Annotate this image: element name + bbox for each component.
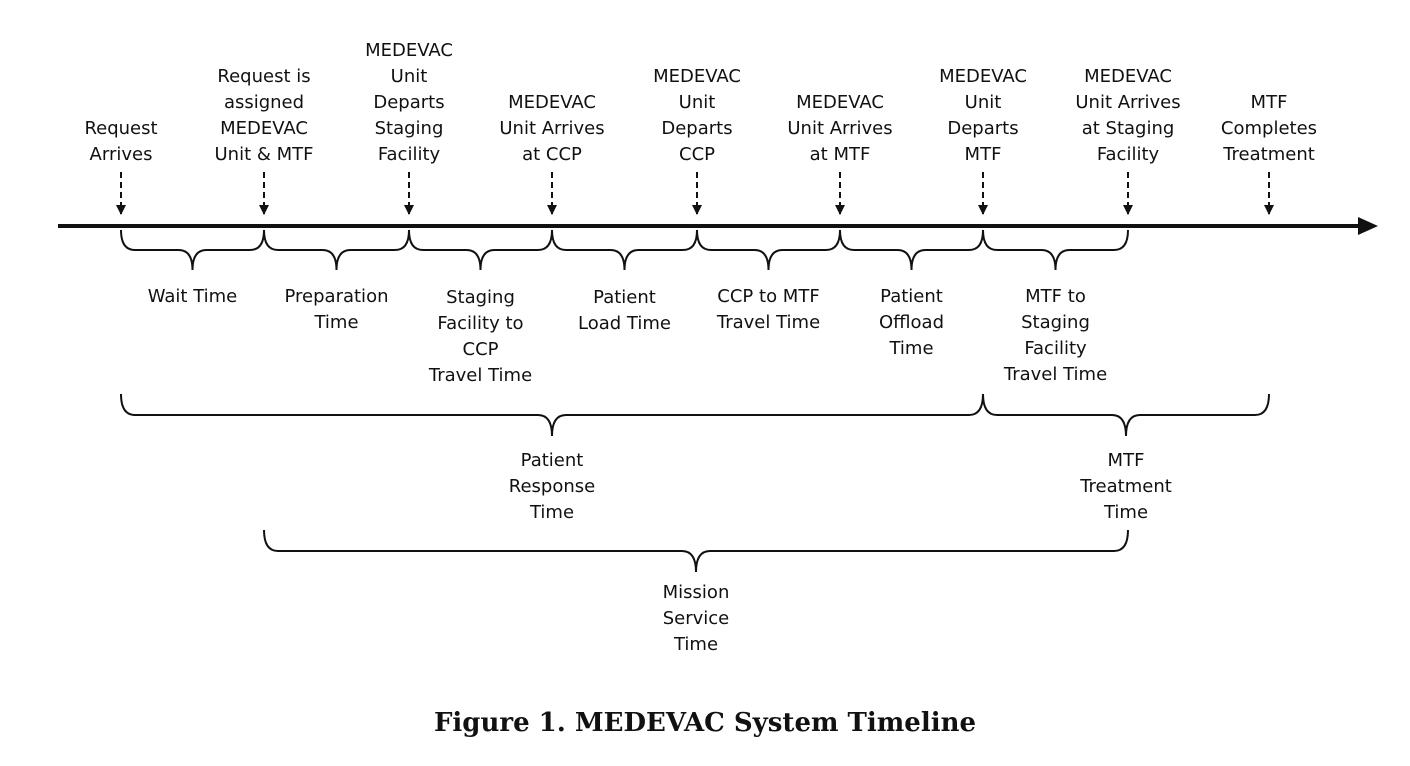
interval-label-mtf-to-staging-line: MTF to bbox=[1025, 286, 1086, 307]
interval-label-mtf-to-staging-line: Facility bbox=[1024, 338, 1087, 359]
event-label-departs-mtf-line: Departs bbox=[947, 118, 1018, 139]
event-label-request-arrives-line: Arrives bbox=[90, 144, 153, 165]
event-label-request-assigned-line: Unit & MTF bbox=[215, 144, 314, 165]
interval-label-ccp-to-mtf-line: CCP to MTF bbox=[717, 286, 819, 307]
brace-mtf-to-staging bbox=[982, 229, 1129, 271]
brace-mtf-treatment bbox=[982, 393, 1270, 437]
interval-label-wait-time: Wait Time bbox=[148, 286, 238, 307]
event-label-arrives-mtf-line: Unit Arrives bbox=[787, 118, 892, 139]
span-label-mission-service-line: Time bbox=[673, 634, 718, 655]
interval-label-patient-load-line: Load Time bbox=[578, 313, 671, 334]
interval-label-ccp-to-mtf-line: Travel Time bbox=[716, 312, 820, 333]
interval-label-wait-time-line: Wait Time bbox=[148, 286, 238, 307]
interval-label-preparation-time-line: Preparation bbox=[285, 286, 389, 307]
interval-label-patient-offload-line: Patient bbox=[880, 286, 943, 307]
event-label-arrives-ccp-line: MEDEVAC bbox=[508, 92, 596, 113]
span-label-patient-response-line: Patient bbox=[521, 450, 584, 471]
event-label-departs-staging-line: Unit bbox=[391, 66, 428, 87]
brace-patient-load bbox=[551, 229, 698, 271]
interval-label-staging-to-ccp-line: Staging bbox=[446, 287, 515, 308]
interval-label-staging-to-ccp-line: CCP bbox=[463, 339, 499, 360]
interval-label-ccp-to-mtf: CCP to MTF Travel Time bbox=[716, 286, 820, 333]
brace-staging-to-ccp bbox=[408, 229, 553, 271]
event-label-departs-ccp-line: MEDEVAC bbox=[653, 66, 741, 87]
event-label-arrives-staging-line: Unit Arrives bbox=[1075, 92, 1180, 113]
event-label-mtf-completes-line: MTF bbox=[1251, 92, 1288, 113]
event-label-departs-mtf-line: Unit bbox=[965, 92, 1002, 113]
interval-label-mtf-to-staging-line: Travel Time bbox=[1003, 364, 1107, 385]
event-label-request-assigned-line: assigned bbox=[224, 92, 304, 113]
event-label-arrives-staging-line: MEDEVAC bbox=[1084, 66, 1172, 87]
interval-label-staging-to-ccp-line: Travel Time bbox=[428, 365, 532, 386]
event-label-mtf-completes-line: Treatment bbox=[1222, 144, 1315, 165]
event-label-arrives-staging-line: Facility bbox=[1097, 144, 1160, 165]
event-label-departs-ccp-line: Unit bbox=[679, 92, 716, 113]
event-label-departs-mtf-line: MEDEVAC bbox=[939, 66, 1027, 87]
brace-preparation-time bbox=[263, 229, 410, 271]
span-label-mission-service-line: Service bbox=[663, 608, 730, 629]
interval-label-preparation-time-line: Time bbox=[313, 312, 358, 333]
brace-patient-offload bbox=[839, 229, 984, 271]
span-label-patient-response-line: Time bbox=[529, 502, 574, 523]
event-label-departs-staging-line: Facility bbox=[378, 144, 441, 165]
event-label-departs-mtf-line: MTF bbox=[965, 144, 1002, 165]
event-label-arrives-ccp-line: Unit Arrives bbox=[499, 118, 604, 139]
span-label-mission-service-line: Mission bbox=[663, 582, 730, 603]
event-label-request-arrives-line: Request bbox=[84, 118, 157, 139]
brace-patient-response bbox=[120, 393, 984, 437]
event-label-request-assigned-line: Request is bbox=[217, 66, 310, 87]
brace-wait-time bbox=[120, 229, 265, 271]
event-label-arrives-mtf-line: MEDEVAC bbox=[796, 92, 884, 113]
event-label-mtf-completes-line: Completes bbox=[1221, 118, 1317, 139]
event-label-arrives-mtf-line: at MTF bbox=[810, 144, 871, 165]
interval-label-mtf-to-staging-line: Staging bbox=[1021, 312, 1090, 333]
event-label-request-assigned-line: MEDEVAC bbox=[220, 118, 308, 139]
event-label-departs-ccp-line: Departs bbox=[661, 118, 732, 139]
interval-label-patient-offload-line: Time bbox=[888, 338, 933, 359]
event-label-arrives-staging-line: at Staging bbox=[1082, 118, 1175, 139]
brace-mission-service bbox=[263, 529, 1129, 573]
event-label-departs-staging-line: Departs bbox=[373, 92, 444, 113]
interval-label-staging-to-ccp-line: Facility to bbox=[437, 313, 523, 334]
event-label-arrives-ccp: MEDEVAC Unit Arrives at CCP bbox=[499, 92, 604, 165]
span-label-mtf-treatment-line: Treatment bbox=[1079, 476, 1172, 497]
event-label-departs-ccp-line: CCP bbox=[679, 144, 715, 165]
figure-caption: Figure 1. MEDEVAC System Timeline bbox=[433, 708, 977, 738]
timeline-arrowhead bbox=[1358, 217, 1378, 235]
brace-ccp-to-mtf bbox=[696, 229, 841, 271]
interval-label-patient-load-line: Patient bbox=[593, 287, 656, 308]
span-label-patient-response-line: Response bbox=[509, 476, 595, 497]
event-label-arrives-mtf: MEDEVAC Unit Arrives at MTF bbox=[787, 92, 892, 165]
span-label-mtf-treatment-line: MTF bbox=[1108, 450, 1145, 471]
event-label-departs-staging-line: Staging bbox=[375, 118, 444, 139]
interval-label-patient-offload-line: Offload bbox=[879, 312, 944, 333]
event-label-departs-staging-line: MEDEVAC bbox=[365, 40, 453, 61]
event-label-arrives-ccp-line: at CCP bbox=[522, 144, 582, 165]
span-label-mtf-treatment-line: Time bbox=[1103, 502, 1148, 523]
